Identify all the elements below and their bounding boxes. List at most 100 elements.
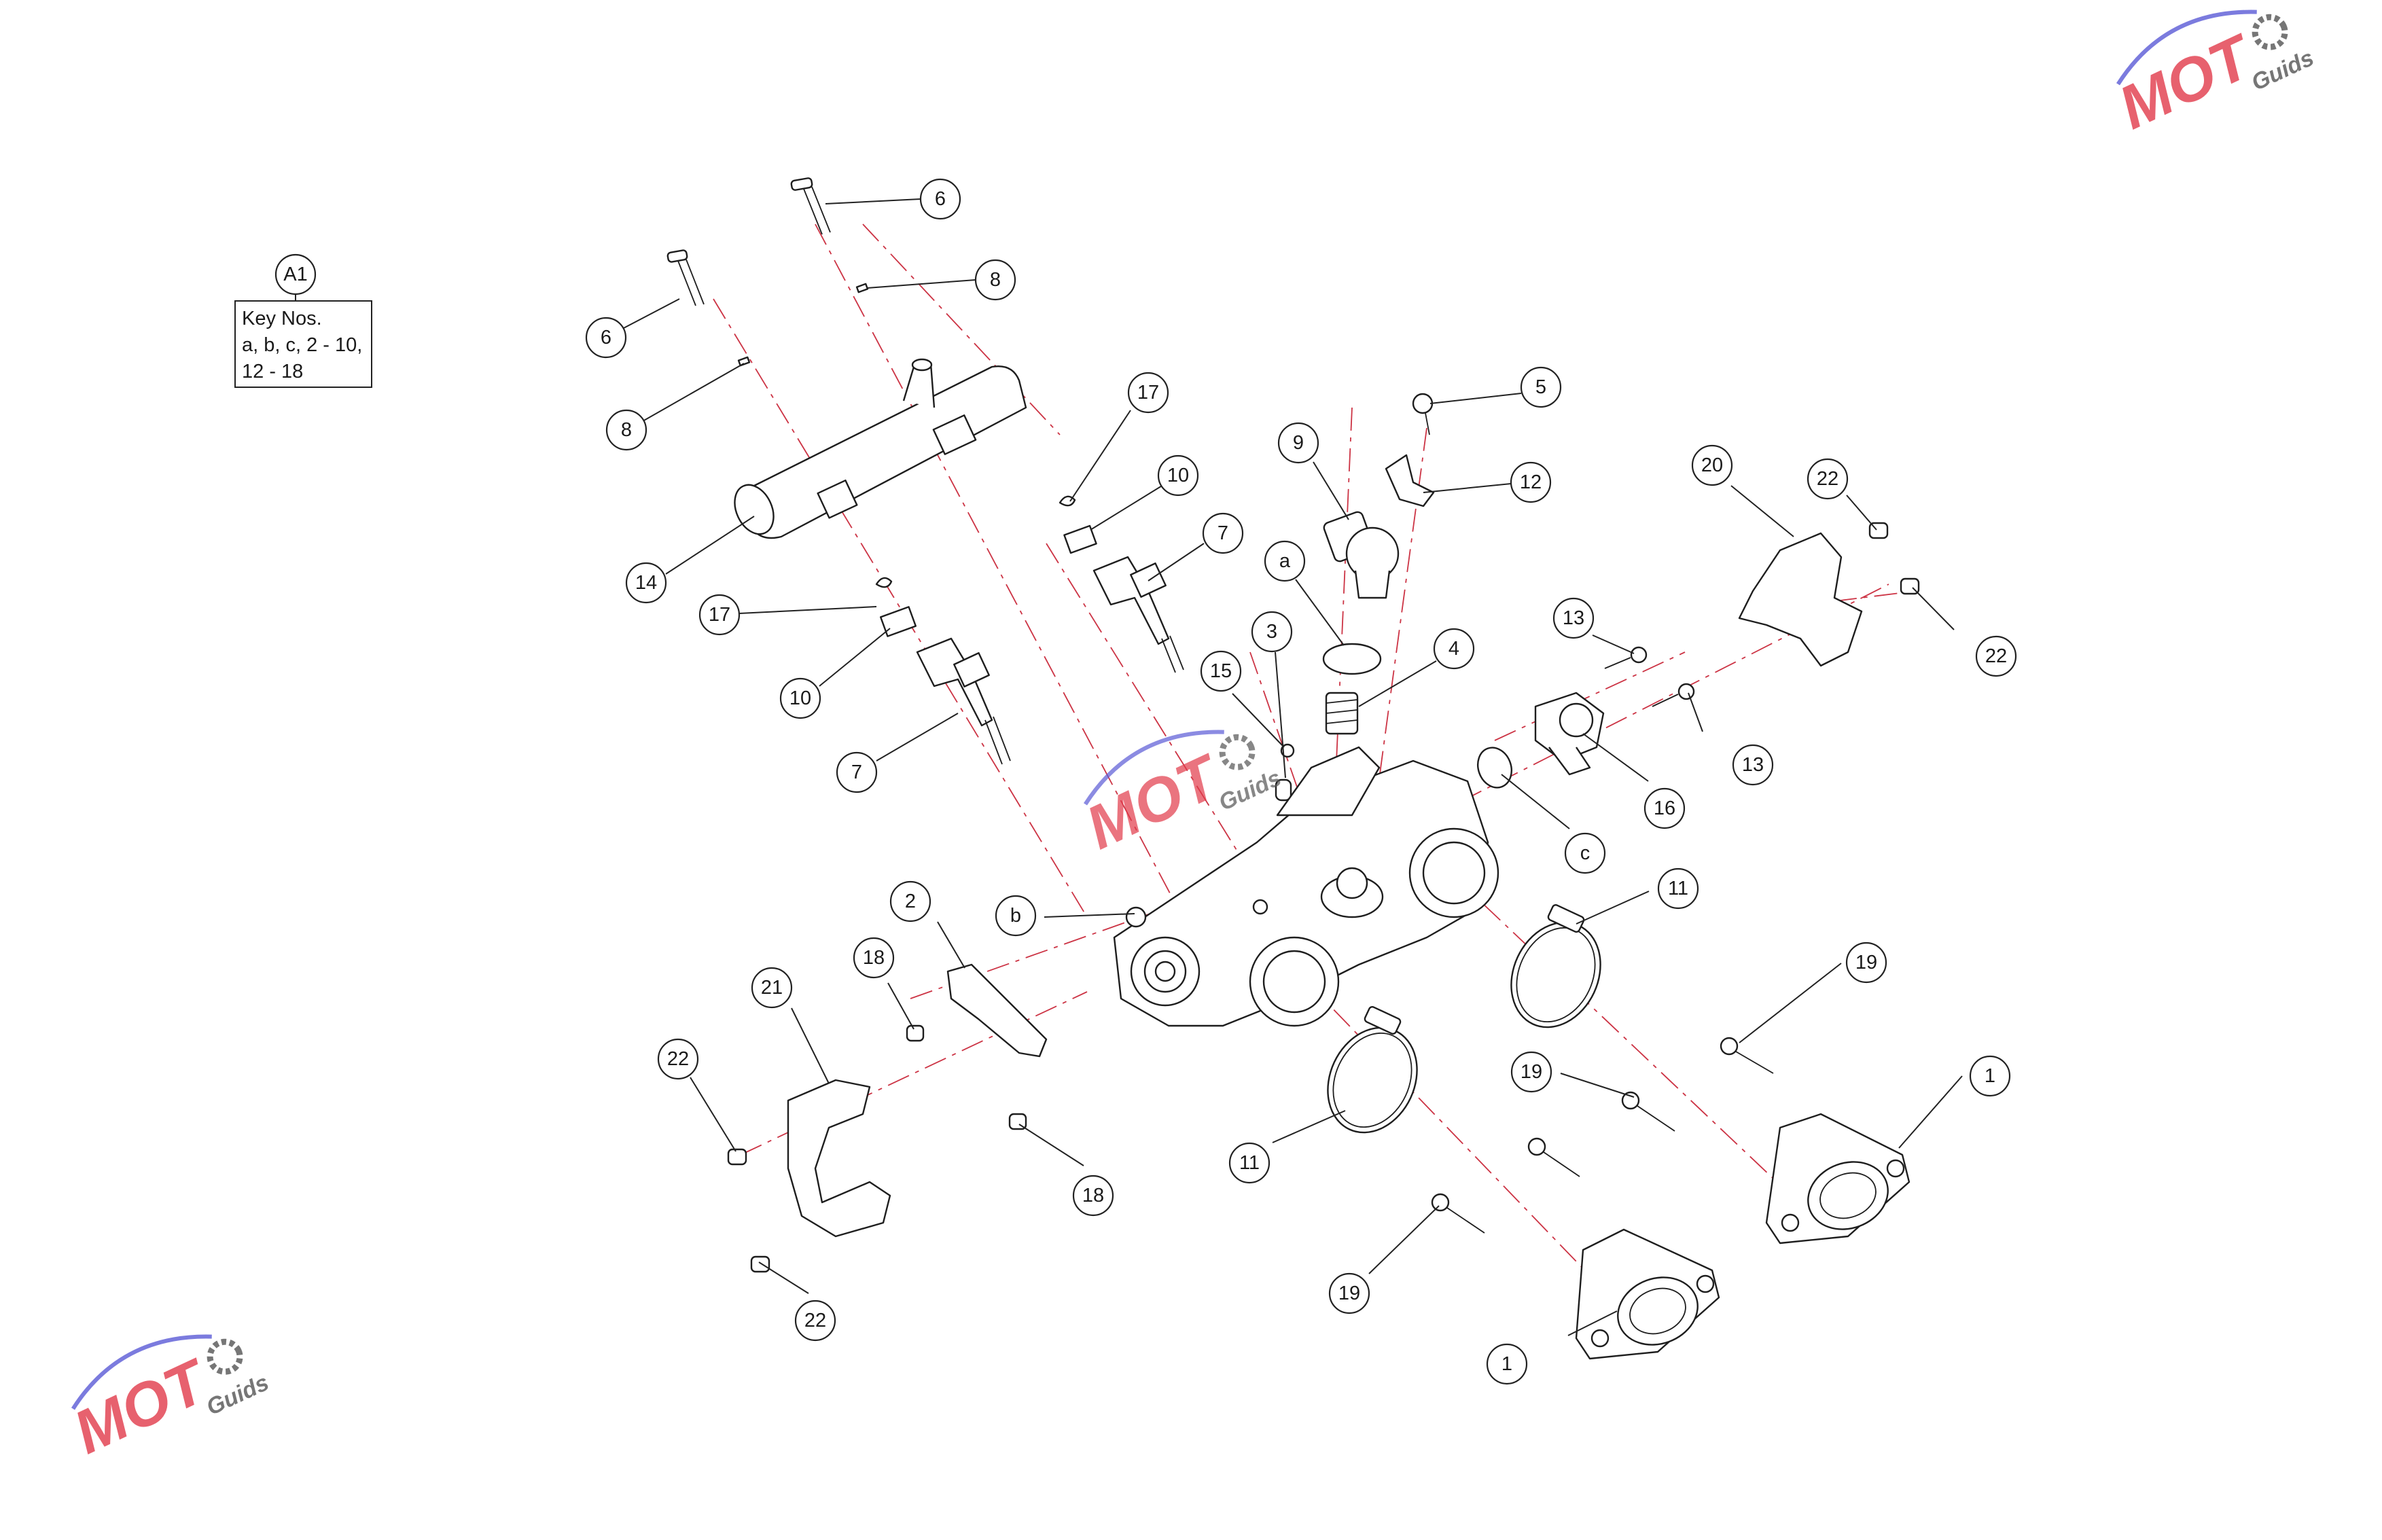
bracket-20 (1738, 532, 1863, 667)
clamp-11-left (1327, 1006, 1418, 1134)
callout-22: 22 (1807, 458, 1849, 500)
svg-text:11: 11 (1668, 878, 1688, 899)
callout-16: 16 (1643, 787, 1686, 829)
logo-subword: Guids (202, 1369, 272, 1420)
bracket-2 (946, 963, 1048, 1058)
callout-13: 13 (1552, 597, 1595, 639)
leader-lines (622, 198, 1963, 1336)
callout-17: 17 (1127, 372, 1169, 414)
svg-text:10: 10 (789, 687, 811, 709)
logo-subword: Guids (2247, 45, 2317, 96)
logo-word: MOT (1076, 742, 1232, 863)
callout-20: 20 (1691, 444, 1733, 486)
gear-icon (207, 1338, 243, 1375)
callout-15: 15 (1200, 650, 1242, 692)
key-box-frame (234, 300, 372, 388)
svg-text:6: 6 (935, 188, 946, 210)
svg-text:1: 1 (1985, 1065, 1995, 1087)
svg-text:18: 18 (863, 947, 885, 969)
callout-2: 2 (889, 880, 931, 923)
screw-13-lower (1652, 683, 1695, 707)
injector-7-left (916, 637, 1011, 765)
bolt-22-d (750, 1255, 770, 1273)
svg-text:3: 3 (1266, 621, 1277, 643)
clip-17-left (875, 577, 893, 588)
callout-14: 14 (625, 562, 667, 604)
clip-15 (1280, 743, 1295, 758)
svg-text:22: 22 (667, 1048, 689, 1070)
svg-text:17: 17 (1137, 382, 1159, 404)
callout-b: b (995, 895, 1037, 937)
svg-text:7: 7 (851, 762, 862, 783)
callout-22: 22 (794, 1300, 836, 1342)
callout-6: 6 (585, 317, 627, 359)
bolt-6-left (666, 249, 705, 306)
callout-19: 19 (1328, 1272, 1370, 1314)
spring-4 (1325, 692, 1359, 735)
bolt-19-b (1621, 1091, 1675, 1132)
svg-text:14: 14 (635, 572, 657, 594)
svg-text:22: 22 (804, 1310, 826, 1331)
clip-10-right (1063, 524, 1097, 554)
callout-22: 22 (1975, 635, 2017, 677)
callout-5: 5 (1520, 366, 1562, 408)
logo-word: MOT (2109, 22, 2265, 143)
screw-13-upper (1604, 646, 1648, 669)
gear-icon (1219, 734, 1256, 770)
callout-19: 19 (1510, 1051, 1552, 1093)
callout-1: 1 (1969, 1055, 2011, 1097)
callout-6: 6 (919, 178, 961, 220)
callout-3: 3 (1251, 611, 1293, 653)
callout-a: a (1264, 540, 1306, 582)
callout-8: 8 (605, 409, 647, 451)
svg-text:22: 22 (1985, 645, 2007, 667)
callout-11: 11 (1228, 1142, 1270, 1184)
svg-text:c: c (1580, 842, 1590, 864)
callout-19: 19 (1845, 942, 1887, 984)
svg-text:10: 10 (1167, 465, 1189, 486)
callout-1: 1 (1486, 1343, 1528, 1385)
callout-18: 18 (1072, 1175, 1114, 1217)
svg-text:5: 5 (1535, 376, 1546, 398)
svg-text:15: 15 (1210, 660, 1232, 682)
o-ring-c (1477, 747, 1512, 789)
o-ring-a (1322, 643, 1382, 675)
bolt-22-c (727, 1148, 747, 1166)
svg-text:13: 13 (1563, 607, 1584, 629)
svg-text:9: 9 (1293, 432, 1304, 454)
screw-5 (1412, 393, 1434, 435)
callout-12: 12 (1510, 461, 1552, 503)
svg-text:b: b (1010, 905, 1021, 927)
key-box-line-1: Key Nos. (242, 308, 322, 329)
svg-text:19: 19 (1855, 952, 1877, 973)
svg-text:6: 6 (601, 327, 611, 348)
fuel-rail (734, 358, 1027, 539)
key-box-line-3: 12 - 18 (242, 361, 303, 382)
bracket-12 (1385, 454, 1435, 507)
callouts: 6 6 8 8 14 17 10 7 17 10 7 9 5 12 a 3 15… (585, 178, 2017, 1385)
svg-text:20: 20 (1701, 454, 1723, 476)
svg-text:18: 18 (1082, 1185, 1104, 1206)
svg-text:12: 12 (1520, 471, 1542, 493)
callout-13: 13 (1732, 744, 1774, 786)
key-box-badge-label: A1 (283, 264, 307, 285)
svg-text:7: 7 (1217, 522, 1228, 544)
callout-8: 8 (974, 259, 1016, 301)
bolt-19-d (1431, 1193, 1485, 1234)
bracket-21 (787, 1079, 891, 1238)
logo-swoosh (71, 1334, 212, 1410)
callout-10: 10 (1157, 454, 1199, 497)
svg-text:13: 13 (1742, 754, 1764, 776)
callout-11: 11 (1657, 867, 1699, 910)
throttle-body (1113, 746, 1499, 1027)
callout-22: 22 (657, 1038, 699, 1080)
callout-17: 17 (698, 594, 741, 636)
svg-text:19: 19 (1338, 1283, 1360, 1304)
logo-swoosh (1083, 730, 1224, 806)
svg-text:17: 17 (709, 604, 730, 626)
svg-text:2: 2 (905, 891, 916, 912)
key-box-line-2: a, b, c, 2 - 10, (242, 334, 362, 356)
svg-text:1: 1 (1501, 1353, 1512, 1375)
plug-3 (1275, 778, 1292, 802)
sensor-16 (1534, 692, 1605, 776)
